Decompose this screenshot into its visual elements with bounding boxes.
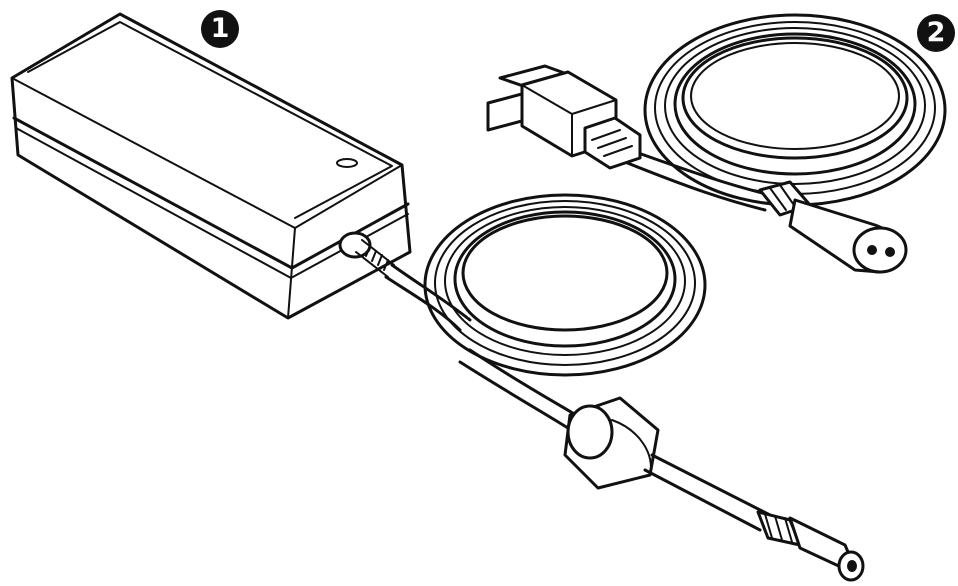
ferrite-core bbox=[563, 396, 660, 490]
power-adapter bbox=[10, 12, 865, 582]
figure-8-coupler bbox=[758, 180, 908, 274]
strain-relief bbox=[338, 231, 395, 278]
adapter-brick bbox=[10, 12, 412, 320]
power-cord-coil bbox=[643, 13, 947, 207]
callout-badge-1: 1 bbox=[201, 10, 239, 48]
dc-cable-coil bbox=[423, 193, 707, 377]
dc-barrel-plug bbox=[756, 510, 865, 582]
callout-badge-2: 2 bbox=[917, 14, 955, 52]
us-plug bbox=[486, 64, 642, 170]
ac-power-cord bbox=[486, 13, 947, 274]
